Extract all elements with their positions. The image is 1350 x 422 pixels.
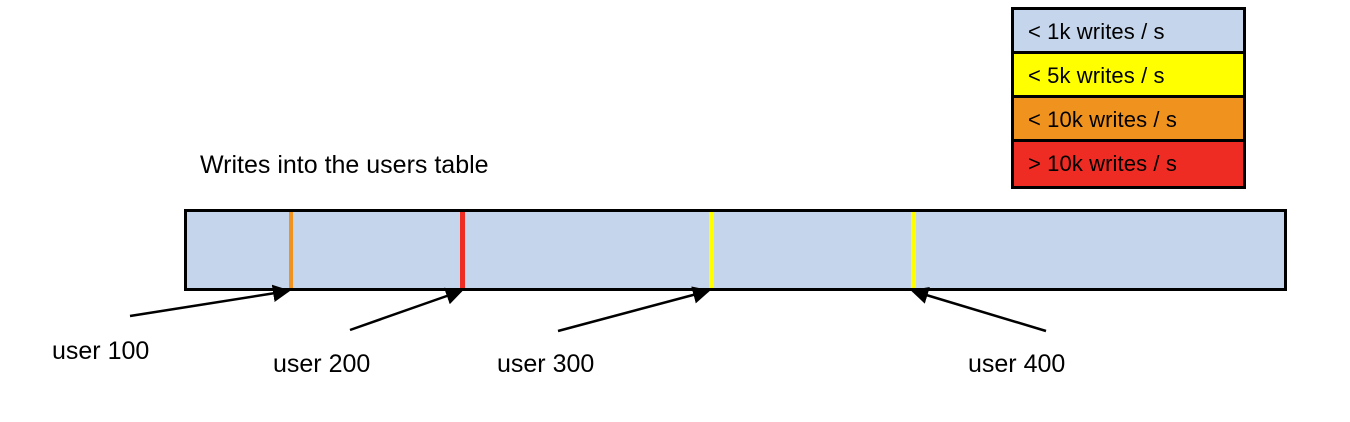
boundary-marker-user-300: [709, 212, 714, 288]
label-user-200: user 200: [273, 350, 371, 378]
legend-row-label: < 10k writes / s: [1028, 107, 1177, 132]
legend-row-label: < 1k writes / s: [1028, 19, 1165, 44]
arrow-user-100: [129, 284, 291, 318]
boundary-marker-user-200: [460, 212, 465, 288]
label-user-400: user 400: [968, 350, 1066, 378]
users-table-bar: [184, 209, 1287, 291]
boundary-marker-user-100: [289, 212, 293, 288]
legend-row-1: < 1k writes / s: [1014, 10, 1243, 54]
arrow-user-300: [557, 286, 711, 333]
legend-row-2: < 5k writes / s: [1014, 54, 1243, 98]
boundary-marker-user-400: [911, 212, 916, 288]
chart-title: Writes into the users table: [200, 151, 489, 179]
legend-row-label: > 10k writes / s: [1028, 151, 1177, 176]
arrow-user-400: [910, 286, 1047, 333]
label-user-300: user 300: [497, 350, 595, 378]
label-user-100: user 100: [52, 337, 150, 365]
legend-row-3: < 10k writes / s: [1014, 98, 1243, 142]
write-throughput-legend: < 1k writes / s < 5k writes / s < 10k writ…: [1011, 7, 1246, 189]
legend-row-4: > 10k writes / s: [1014, 142, 1243, 186]
legend-row-label: < 5k writes / s: [1028, 63, 1165, 88]
arrow-user-200: [349, 287, 464, 332]
